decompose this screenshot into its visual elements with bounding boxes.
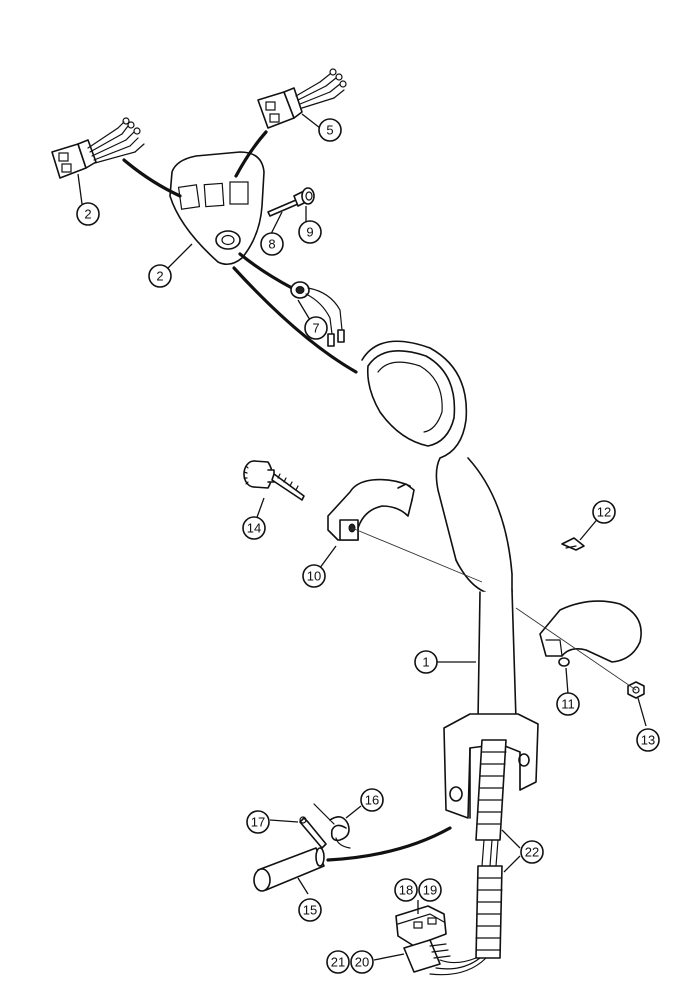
callout-label: 20 [355,955,369,970]
callout-7: 7 [304,316,328,340]
callout-label: 10 [307,569,321,584]
harness-conduit-22 [429,739,507,976]
callout-9: 9 [298,220,322,244]
callout-label: 2 [84,207,91,222]
lamp-socket-7 [290,281,345,347]
callout-18: 18 [394,878,418,902]
leader-2 [165,243,193,271]
leader-8 [269,211,283,237]
callout-11: 11 [556,692,580,716]
lever-shaft-1 [443,589,539,819]
callout-10: 10 [302,564,326,588]
callout-label: 7 [312,321,319,336]
callout-label: 17 [251,815,265,830]
leader-13 [255,497,265,521]
leader-22b [503,855,521,873]
callout-1: 1 [414,650,438,674]
nut-9 [301,187,315,205]
callout-label: 5 [326,123,333,138]
callout-label: 16 [365,793,379,808]
callout-label: 12 [597,505,611,520]
callout-label: 11 [561,697,575,712]
callout-15: 15 [298,898,322,922]
callout-21: 21 [326,950,350,974]
leader-22a [501,829,521,849]
clip-12 [561,537,585,551]
leader-20-21 [373,953,405,961]
leader-5 [301,113,321,129]
callout-label: 9 [306,225,313,240]
callout-19: 19 [418,878,442,902]
lever-handle-grip [361,340,513,596]
callout-12: 12 [592,500,616,524]
leader-7 [297,299,311,321]
connector-18-21 [395,905,451,973]
callout-4: 2 [76,202,100,226]
leader-4 [77,173,83,205]
callout-label: 21 [331,955,345,970]
leader-16 [345,805,362,819]
callout-13: 14 [242,516,266,540]
leader-11 [565,667,569,695]
leader-14 [637,697,647,727]
switch-cover-2 [169,151,265,266]
callout-14: 13 [636,728,660,752]
callout-label: 2 [156,269,163,284]
callout-22: 22 [520,840,544,864]
callout-5: 5 [318,118,342,142]
callout-8: 8 [260,232,284,256]
cotter-pin-17 [299,816,327,849]
knob-bolt-13 [243,460,305,501]
clamp-half-10 [327,478,415,541]
leader-17 [269,819,299,823]
callout-label: 19 [423,883,437,898]
screw-8 [267,191,307,217]
leader-15 [297,877,309,895]
callout-label: 22 [525,845,539,860]
callout-label: 8 [268,237,275,252]
callout-20: 20 [350,950,374,974]
spring-16 [313,803,351,849]
pin-15 [253,847,325,892]
connector-5 [257,68,347,129]
callout-17: 17 [246,810,270,834]
callout-2: 2 [148,264,172,288]
callout-label: 15 [303,903,317,918]
clamp-half-11 [539,600,642,667]
callout-label: 13 [641,733,655,748]
callout-label: 1 [422,655,429,670]
callout-label: 14 [247,521,261,536]
callout-16: 16 [360,788,384,812]
connector-4 [51,117,145,179]
callout-label: 18 [399,883,413,898]
